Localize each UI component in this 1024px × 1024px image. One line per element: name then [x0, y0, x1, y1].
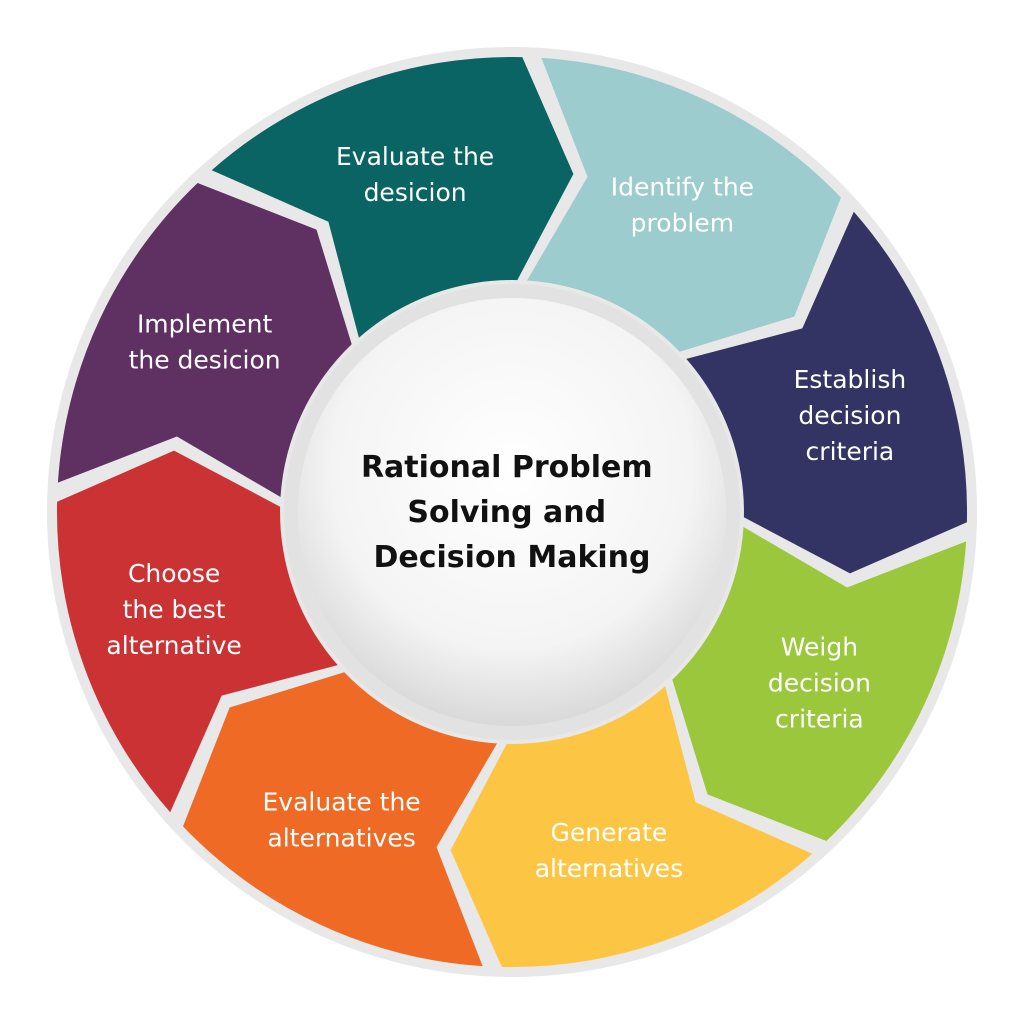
segment-label-line: criteria — [806, 437, 895, 466]
title-line: Rational Problem — [361, 450, 653, 485]
segment-label: Identify the problem — [611, 173, 754, 238]
segment-arrow — [686, 211, 968, 574]
segment-label-line: Identify the — [611, 173, 754, 202]
segment-label: Choose the best alternative — [106, 559, 241, 660]
segment-label-line: Implement — [137, 310, 273, 339]
segment-arrow — [450, 686, 813, 968]
segment-label: Evaluate the alternatives — [263, 787, 421, 852]
segment-label: Weigh decision criteria — [768, 632, 871, 733]
segment-label: Implement the desicion — [129, 310, 281, 375]
segment-label-line: Establish — [794, 365, 907, 394]
segment-arrow — [57, 183, 352, 497]
segment-label-line: decision — [798, 401, 901, 430]
center-circle — [298, 298, 726, 726]
segment-label-line: desicion — [364, 178, 467, 207]
segment-label-line: alternatives — [267, 823, 415, 852]
segment-label-line: Choose — [128, 559, 220, 588]
segment-label-line: Generate — [551, 818, 668, 847]
title-line: Decision Making — [373, 540, 650, 575]
segment-label-line: Evaluate the — [263, 787, 421, 816]
segment-label: Generate alternatives — [535, 818, 683, 883]
segment-label-line: problem — [631, 209, 734, 238]
segment-label: Establish decision criteria — [794, 365, 907, 466]
segment-label-line: Evaluate the — [336, 142, 494, 171]
segment-arrow — [672, 527, 967, 841]
diagram-title: Rational Problem Solving and Decision Ma… — [361, 450, 663, 575]
segment-arrow — [56, 450, 338, 813]
segment-arrow — [211, 56, 574, 338]
segment-label-line: alternatives — [535, 854, 683, 883]
segment-label-line: the desicion — [129, 346, 281, 375]
segment-label-line: Weigh — [781, 632, 858, 661]
segment-label-line: alternative — [106, 631, 241, 660]
title-line: Solving and — [407, 495, 606, 530]
segment-label: Evaluate the desicion — [336, 142, 494, 207]
segment-arrow — [527, 57, 841, 352]
segment-label-line: the best — [123, 595, 226, 624]
segment-arrow — [183, 672, 497, 967]
segment-label-line: criteria — [775, 704, 864, 733]
segment-label-line: decision — [768, 668, 871, 697]
